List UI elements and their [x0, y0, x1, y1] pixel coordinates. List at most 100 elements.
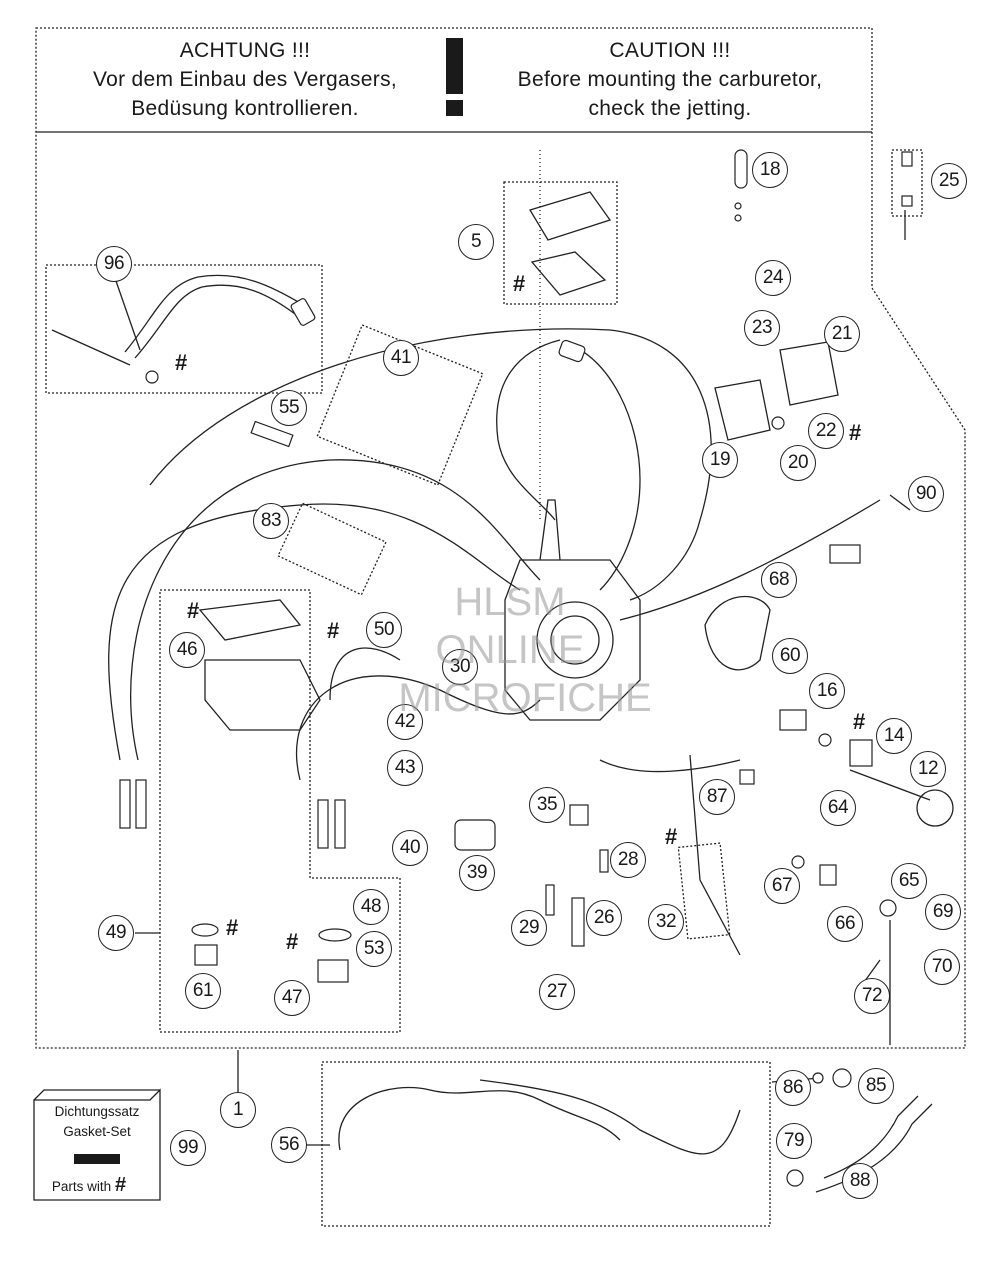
gasket-set-box: Dichtungssatz Gasket-Set Parts with # [34, 1090, 160, 1198]
leader-90 [889, 494, 911, 511]
cable-throttle-2 [130, 459, 541, 761]
hash-marker: # [665, 824, 678, 849]
callout-66: 66 [827, 906, 863, 942]
throttle-housing [704, 595, 771, 671]
warning-english: CAUTION !!! Before mounting the carburet… [480, 36, 860, 123]
callout-50: 50 [366, 612, 402, 648]
box-49 [159, 589, 401, 1033]
callout-96: 96 [96, 246, 132, 282]
callout-43: 43 [387, 750, 423, 786]
part-96-ring [145, 370, 159, 384]
part-87 [739, 769, 755, 785]
part-86 [812, 1072, 824, 1084]
float-bowl [204, 659, 321, 731]
exclamation-icon [442, 38, 468, 118]
part-85 [832, 1068, 852, 1088]
callout-20: 20 [780, 445, 816, 481]
hash-marker: # [187, 598, 200, 623]
carb-bore-inner [550, 615, 600, 665]
hash-marker: # [226, 915, 239, 940]
hose-bottom [599, 759, 741, 773]
part-14-ring [818, 733, 832, 747]
callout-23: 23 [744, 310, 780, 346]
callout-47: 47 [274, 980, 310, 1016]
callout-60: 60 [772, 638, 808, 674]
gasket-box-outline [33, 1088, 161, 1201]
sensor-cover [779, 341, 839, 406]
callout-16: 16 [809, 673, 845, 709]
leader-96 [115, 280, 141, 351]
warning-de-line1: Vor dem Einbau des Vergasers, [92, 68, 398, 91]
callout-68: 68 [761, 562, 797, 598]
part-48 [318, 928, 352, 942]
ktm-logo-icon [74, 1152, 120, 1166]
callout-1: 1 [220, 1092, 256, 1128]
watermark-line2: ONLINE [435, 628, 585, 672]
callout-56: 56 [271, 1127, 307, 1163]
part-65 [879, 899, 897, 917]
callout-22: 22 [808, 413, 844, 449]
bowl-gasket [198, 599, 302, 641]
callout-99: 99 [170, 1130, 206, 1166]
callout-48: 48 [353, 889, 389, 925]
callout-35: 35 [529, 787, 565, 823]
callout-70: 70 [924, 949, 960, 985]
callout-28: 28 [610, 842, 646, 878]
callout-41: 41 [383, 340, 419, 376]
warning-german: ACHTUNG !!! Vor dem Einbau des Vergasers… [60, 36, 430, 123]
carb-slide-rod [539, 499, 561, 561]
warning-de-title: ACHTUNG !!! [179, 39, 311, 62]
gasket-parts-with-text: Parts with [51, 1179, 112, 1194]
part-61 [194, 944, 218, 966]
main-frame [35, 27, 966, 1049]
vent-hose [295, 675, 541, 781]
part-35 [569, 804, 589, 826]
cable-loop-2 [329, 647, 401, 701]
fuel-line [569, 344, 641, 591]
callout-19: 19 [702, 442, 738, 478]
callout-65: 65 [891, 863, 927, 899]
warning-de-line2: Bedüsung kontrollieren. [131, 97, 359, 120]
watermark-line3: MICROFICHE [398, 676, 652, 720]
callout-53: 53 [356, 931, 392, 967]
part-67 [791, 855, 805, 869]
part-49-float [191, 923, 219, 937]
gasket-label-en: Gasket-Set [63, 1124, 131, 1139]
callout-27: 27 [539, 974, 575, 1010]
part-18-ring [734, 202, 742, 210]
drain-hose [689, 754, 741, 956]
top-cover [529, 191, 612, 241]
hash-marker: # [513, 271, 526, 296]
fuel-connector [558, 339, 586, 363]
part-18-jet [734, 149, 748, 189]
hash-marker: # [286, 929, 299, 954]
cable-end-2 [135, 779, 147, 829]
box-83 [277, 502, 387, 596]
part-79 [786, 1169, 804, 1187]
part-26 [571, 897, 585, 947]
callout-86: 86 [775, 1070, 811, 1106]
part-12-cap [916, 789, 954, 827]
hash-marker: # [853, 709, 866, 734]
box-5 [503, 181, 618, 305]
callout-87: 87 [699, 779, 735, 815]
cable-end-1 [119, 779, 131, 829]
callout-67: 67 [764, 868, 800, 904]
callout-29: 29 [511, 910, 547, 946]
hose-right [619, 499, 881, 621]
part-25-small [901, 195, 913, 207]
cable-56 [338, 1086, 621, 1151]
callout-90: 90 [908, 476, 944, 512]
part-39 [454, 819, 496, 851]
gasket-hash: # [114, 1174, 127, 1196]
callout-12: 12 [910, 751, 946, 787]
part-18-ring-2 [734, 214, 742, 222]
callout-40: 40 [392, 830, 428, 866]
hash-marker: # [849, 420, 862, 445]
callout-61: 61 [185, 973, 221, 1009]
callout-26: 26 [586, 900, 622, 936]
choke-cable [124, 274, 306, 359]
cable-end-4 [334, 799, 346, 849]
cable-loop [149, 328, 712, 601]
